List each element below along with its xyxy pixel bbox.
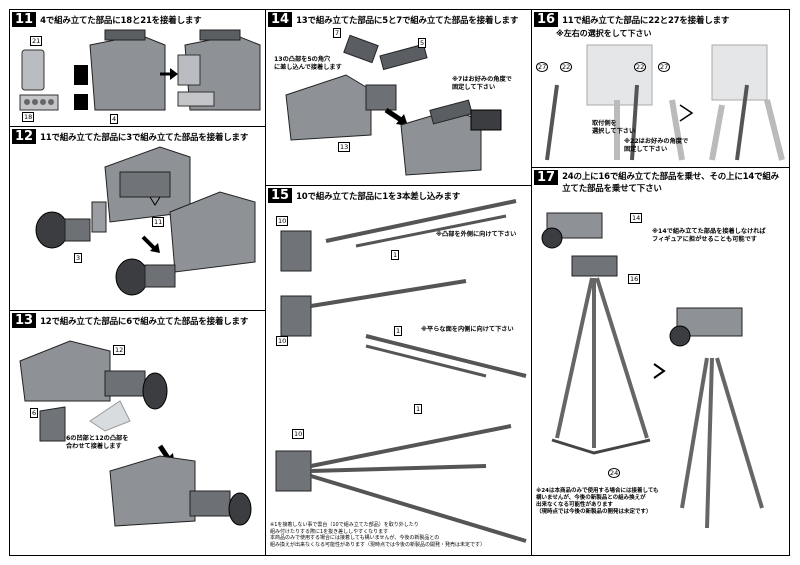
step-title: 12で組み立てた部品に6で組み立てた部品を接着します [40, 316, 249, 327]
part-label: 16 [628, 274, 641, 284]
part-label: 27 [536, 62, 549, 72]
part-label: 14 [630, 213, 643, 223]
step-14-header: 14 13で組み立てた部品に5と7で組み立てた部品を接着します [268, 12, 518, 27]
step-15-header: 15 10で組み立てた部品に1を3本差し込みます [268, 188, 460, 203]
step-title: 24の上に16で組み立てた部品を乗せ、その上に14で組み立てた部品を乗せて下さい [562, 172, 779, 194]
part-label: 10 [276, 216, 289, 226]
part-label: 6 [30, 408, 39, 418]
step-number: 14 [268, 12, 293, 27]
part-label: 1 [414, 404, 423, 414]
step-12-illustration [35, 146, 256, 296]
part-label: 1 [391, 250, 400, 260]
step-17-illustration [541, 212, 764, 529]
step-17-note-a: ※14で組み立てた部品を接着しなければ フィギュアに担がせることも可能です [652, 228, 766, 243]
step-13-header: 13 12で組み立てた部品に6で組み立てた部品を接着します [12, 313, 248, 328]
part-label: 10 [292, 429, 305, 439]
step-14-panel: 14 13で組み立てた部品に5と7で組み立てた部品を接着します 7 5 13 1… [265, 9, 532, 186]
step-17-panel: 17 24の上に16で組み立てた部品を乗せ、その上に14で組み立てた部品を乗せて… [531, 167, 790, 556]
step-15-note-b: ※平らな面を内側に向けて下さい [421, 326, 514, 333]
step-11-panel: 11 4で組み立てた部品に18と21を接着します 21 18 4 [9, 9, 266, 127]
part-label: 21 [30, 36, 43, 46]
step-13-illustration [19, 340, 252, 527]
step-14-note-b: ※7はお好みの角度で 固定して下さい [452, 76, 512, 91]
step-15-footnote: ※1を接着しない事で雲台（10で組み立てた部品）を取り外したり 組み付けたりする… [270, 522, 486, 548]
part-label: 22 [560, 62, 573, 72]
step-15-panel: 15 10で組み立てた部品に1を3本差し込みます 10 10 10 1 1 1 … [265, 185, 532, 556]
step-title: 4で組み立てた部品に18と21を接着します [40, 15, 202, 26]
step-number: 11 [12, 12, 37, 27]
step-number: 16 [534, 12, 559, 27]
step-title: 10で組み立てた部品に1を3本差し込みます [296, 191, 461, 202]
step-11-header: 11 4で組み立てた部品に18と21を接着します [12, 12, 202, 27]
step-15-illustration [275, 199, 527, 543]
part-label: 11 [152, 217, 165, 227]
step-17-header: 17 24の上に16で組み立てた部品を乗せ、その上に14で組み立てた部品を乗せて… [534, 170, 784, 194]
step-13-note: 6の凹部と12の凸部を 合わせて接着します [66, 435, 129, 450]
step-16-panel: 16 11で組み立てた部品に22と27を接着します ※左右の選択をして下さい 2… [531, 9, 790, 168]
step-16-subtitle: ※左右の選択をして下さい [556, 29, 652, 38]
step-14-note-a: 13の凸部を5の角穴 に差し込んで接着します [274, 56, 342, 71]
step-16-header: 16 11で組み立てた部品に22と27を接着します [534, 12, 729, 27]
step-title: 11で組み立てた部品に22と27を接着します [562, 15, 730, 26]
step-16-illustration [545, 44, 785, 161]
part-label: 18 [22, 112, 35, 122]
part-label: 3 [74, 253, 83, 263]
part-label: 10 [276, 336, 289, 346]
part-label: 1 [394, 326, 403, 336]
step-12-header: 12 11で組み立てた部品に3で組み立てた部品を接着します [12, 129, 248, 144]
step-15-note-a: ※凸部を外側に向けて下さい [436, 231, 517, 238]
part-label: 22 [634, 62, 647, 72]
part-label: 12 [113, 345, 126, 355]
part-label: 7 [333, 28, 342, 38]
step-number: 15 [268, 188, 293, 203]
part-label: 13 [338, 142, 351, 152]
step-17-footnote: ※24は本商品のみで使用する場合には接着しても 構いませんが、今後の新製品との組… [536, 488, 659, 515]
step-14-illustration [285, 34, 502, 176]
step-13-panel: 13 12で組み立てた部品に6で組み立てた部品を接着します 12 6 6の凹部と… [9, 310, 266, 556]
step-title: 13で組み立てた部品に5と7で組み立てた部品を接着します [296, 15, 519, 26]
step-12-panel: 12 11で組み立てた部品に3で組み立てた部品を接着します 11 3 [9, 126, 266, 311]
step-number: 12 [12, 129, 37, 144]
step-number: 17 [534, 170, 559, 185]
step-11-illustration [19, 29, 261, 111]
part-label: 27 [658, 62, 671, 72]
step-16-note-a: 取付側を 選択して下さい [592, 120, 636, 135]
part-label: 24 [608, 468, 621, 478]
part-label: 5 [418, 38, 427, 48]
step-number: 13 [12, 313, 37, 328]
part-label: 4 [110, 114, 119, 124]
step-title: 11で組み立てた部品に3で組み立てた部品を接着します [40, 132, 249, 143]
step-16-note-b: ※22はお好みの角度で 固定して下さい [624, 138, 689, 153]
